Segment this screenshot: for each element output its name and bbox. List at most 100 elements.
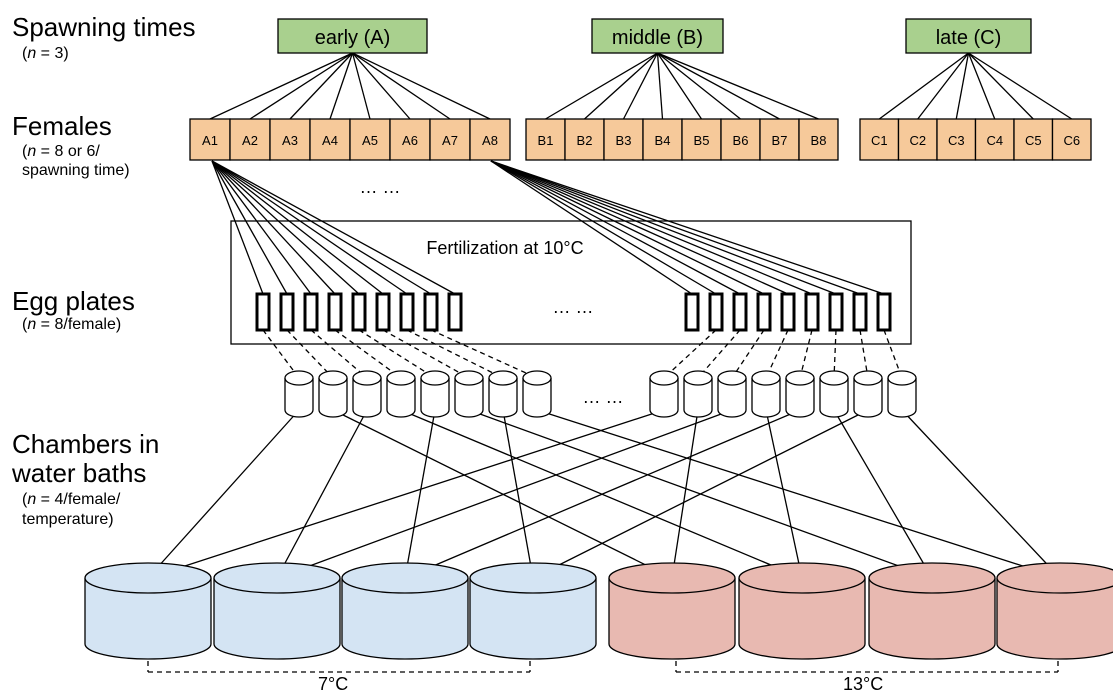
cup-top xyxy=(819,370,849,386)
female-to-plate-line xyxy=(211,160,312,295)
chambers-n-rest: = 4/female/ xyxy=(36,491,121,508)
cup-to-chamber-line xyxy=(404,409,436,579)
spawning-to-female-line xyxy=(209,52,353,120)
chamber-top xyxy=(868,562,996,594)
spawning-times-n-var: n xyxy=(27,45,37,62)
plate-to-cup-dashed-line xyxy=(731,329,765,379)
chambers-label-line1: Chambers in xyxy=(12,429,160,459)
plate-to-cup-dashed-line xyxy=(286,329,334,379)
egg-plate xyxy=(756,292,772,332)
female-box xyxy=(229,118,271,161)
female-label: C5 xyxy=(1025,133,1042,148)
chamber-top xyxy=(469,562,597,594)
egg-plate xyxy=(423,292,439,332)
chamber-body xyxy=(738,578,866,660)
female-box xyxy=(189,118,231,161)
plate-to-cup-dashed-line xyxy=(334,329,402,379)
temperature-label-13c: 13°C xyxy=(843,674,884,694)
chamber-body xyxy=(469,578,597,660)
cup-body xyxy=(887,378,917,418)
cup-to-chamber-line xyxy=(332,409,673,579)
female-label: A8 xyxy=(482,133,498,148)
female-box xyxy=(859,118,900,161)
female-box xyxy=(269,118,311,161)
spawning-time-box xyxy=(277,18,428,54)
female-label: A6 xyxy=(402,133,418,148)
spawning-to-female-line xyxy=(968,52,1034,120)
plate-to-cup-dashed-line xyxy=(833,329,837,379)
cup-body xyxy=(717,378,747,418)
cups-ellipsis: … … xyxy=(582,387,623,407)
female-box xyxy=(759,118,800,161)
water-bath-chamber xyxy=(469,562,597,660)
sample-cup xyxy=(454,370,484,418)
female-to-plate-line xyxy=(211,160,288,295)
cup-to-chamber-line xyxy=(833,409,933,579)
sample-cup xyxy=(887,370,917,418)
cup-body xyxy=(683,378,713,418)
female-to-plate-line xyxy=(211,160,336,295)
cup-top xyxy=(853,370,883,386)
female-to-plate-line xyxy=(490,160,837,295)
female-box xyxy=(974,118,1015,161)
water-bath-chamber xyxy=(341,562,469,660)
female-box xyxy=(429,118,471,161)
sample-cup xyxy=(819,370,849,418)
spawning-to-female-line xyxy=(289,52,353,120)
cup-to-chamber-line xyxy=(276,409,368,579)
female-label: A5 xyxy=(362,133,378,148)
female-box xyxy=(642,118,683,161)
female-to-plate-line xyxy=(490,160,861,295)
water-bath-chamber xyxy=(608,562,736,660)
female-label: A2 xyxy=(242,133,258,148)
females-n: (n = 8 or 6/ xyxy=(22,143,100,160)
chamber-body xyxy=(608,578,736,660)
spawning-time-label: late (C) xyxy=(936,27,1002,49)
female-box xyxy=(1051,118,1092,161)
cup-body xyxy=(352,378,382,418)
spawning-to-female-line xyxy=(352,52,451,120)
egg-plate xyxy=(828,292,844,332)
female-label: B8 xyxy=(811,133,827,148)
chamber-body xyxy=(84,578,212,660)
spawning-to-female-line xyxy=(545,52,658,120)
cup-body xyxy=(386,378,416,418)
cup-to-chamber-line xyxy=(147,409,665,579)
female-label: B6 xyxy=(733,133,749,148)
spawning-times-label: Spawning times xyxy=(12,12,196,42)
chamber-body xyxy=(868,578,996,660)
spawning-to-female-line xyxy=(878,52,969,120)
chamber-top xyxy=(84,562,212,594)
water-bath-chamber xyxy=(996,562,1113,660)
fertilization-label: Fertilization at 10°C xyxy=(426,238,583,258)
cup-to-chamber-line xyxy=(404,409,801,579)
chamber-body xyxy=(996,578,1113,660)
spawning-to-female-line xyxy=(657,52,780,120)
cup-top xyxy=(522,370,552,386)
egg-plates-n-var: n xyxy=(27,316,37,333)
cup-top xyxy=(284,370,314,386)
spawning-to-female-line xyxy=(967,52,996,120)
egg-plate xyxy=(804,292,820,332)
females-label: Females xyxy=(12,111,112,141)
chamber-top xyxy=(608,562,736,594)
egg-plate xyxy=(375,292,391,332)
spawning-to-female-line xyxy=(657,52,741,120)
sample-cup xyxy=(717,370,747,418)
cup-top xyxy=(352,370,382,386)
cup-to-chamber-line xyxy=(671,409,699,579)
spawning-to-female-line xyxy=(656,52,703,120)
spawning-to-female-line xyxy=(657,52,819,120)
cup-top xyxy=(386,370,416,386)
spawning-time-box xyxy=(591,18,724,54)
female-label: C6 xyxy=(1063,133,1080,148)
sample-cup xyxy=(522,370,552,418)
sample-cup xyxy=(683,370,713,418)
chamber-body xyxy=(213,578,341,660)
female-label: B2 xyxy=(577,133,593,148)
female-label: A1 xyxy=(202,133,218,148)
cup-to-chamber-line xyxy=(765,409,803,579)
chamber-top xyxy=(341,562,469,594)
